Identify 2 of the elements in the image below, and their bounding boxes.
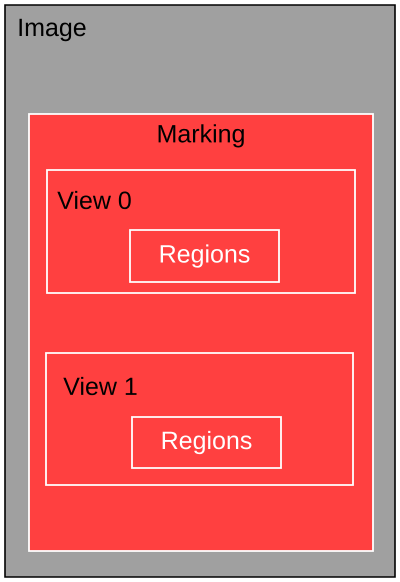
region-box: Regions	[129, 229, 280, 283]
region-box: Regions	[131, 416, 282, 469]
